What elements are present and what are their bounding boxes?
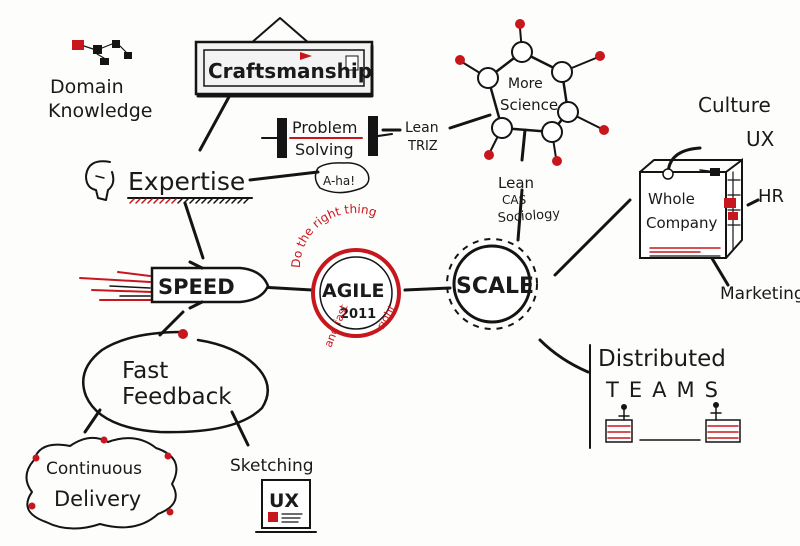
teams-label: TEAMS bbox=[605, 378, 728, 402]
network-icon bbox=[72, 40, 132, 65]
feedback-label: Feedback bbox=[122, 384, 232, 410]
speed-label: SPEED bbox=[158, 275, 235, 299]
culture-label: Culture bbox=[698, 93, 771, 117]
connectors bbox=[83, 93, 760, 447]
lean-triz-label-2: TRIZ bbox=[407, 139, 438, 154]
lean-cas-label-2: CAS bbox=[502, 193, 526, 207]
scale-label: SCALE bbox=[456, 274, 534, 299]
fast-label: Fast bbox=[122, 358, 168, 384]
expertise-label: Expertise bbox=[128, 167, 245, 196]
aha-label: A-ha! bbox=[323, 174, 355, 188]
problem-solving: Problem Solving bbox=[261, 116, 393, 159]
building-icon: Whole Company bbox=[639, 158, 743, 259]
hr-label: HR bbox=[758, 186, 784, 207]
molecule-icon: More Science bbox=[455, 19, 609, 166]
agile-hub: AGILE 2011 Do the right thing right and … bbox=[289, 202, 401, 349]
more-label: More bbox=[508, 76, 543, 92]
science-label: Science bbox=[500, 96, 558, 114]
fast-feedback: Fast Feedback bbox=[82, 329, 269, 434]
marketing-label: Marketing bbox=[720, 284, 800, 304]
distributed-teams: Distributed TEAMS bbox=[589, 344, 741, 449]
continuous-label: Continuous bbox=[46, 459, 142, 479]
lean-cas-label-1: Lean bbox=[498, 174, 534, 192]
laptop-icon: UX bbox=[255, 479, 317, 533]
domain-label-line2: Knowledge bbox=[48, 100, 152, 122]
head-icon bbox=[85, 160, 115, 201]
whole-label: Whole bbox=[648, 190, 695, 208]
agile-label: AGILE bbox=[322, 280, 384, 302]
agile-year: 2011 bbox=[340, 307, 376, 322]
expertise-ground bbox=[127, 197, 253, 204]
domain-label-line1: Domain bbox=[50, 76, 124, 98]
craftsmanship-sign: Craftsmanship bbox=[194, 17, 374, 98]
ux-top-label: UX bbox=[746, 127, 775, 151]
lean-triz-label-1: Lean bbox=[405, 120, 439, 136]
problem-label: Problem bbox=[292, 118, 357, 137]
company-label: Company bbox=[646, 214, 717, 232]
solving-label: Solving bbox=[295, 140, 354, 159]
craftsmanship-label: Craftsmanship bbox=[208, 59, 372, 83]
sketching-label: Sketching bbox=[230, 456, 314, 476]
delivery-label: Delivery bbox=[54, 487, 141, 511]
lean-cas-label-3: Sociology bbox=[497, 207, 561, 226]
scale-hub: SCALE bbox=[446, 238, 538, 330]
ux-bottom-label: UX bbox=[269, 490, 299, 512]
distributed-label: Distributed bbox=[598, 346, 726, 372]
aha-bubble: A-ha! bbox=[314, 162, 370, 194]
continuous-delivery: Continuous Delivery bbox=[25, 436, 178, 530]
rocket-icon: SPEED bbox=[79, 260, 270, 310]
